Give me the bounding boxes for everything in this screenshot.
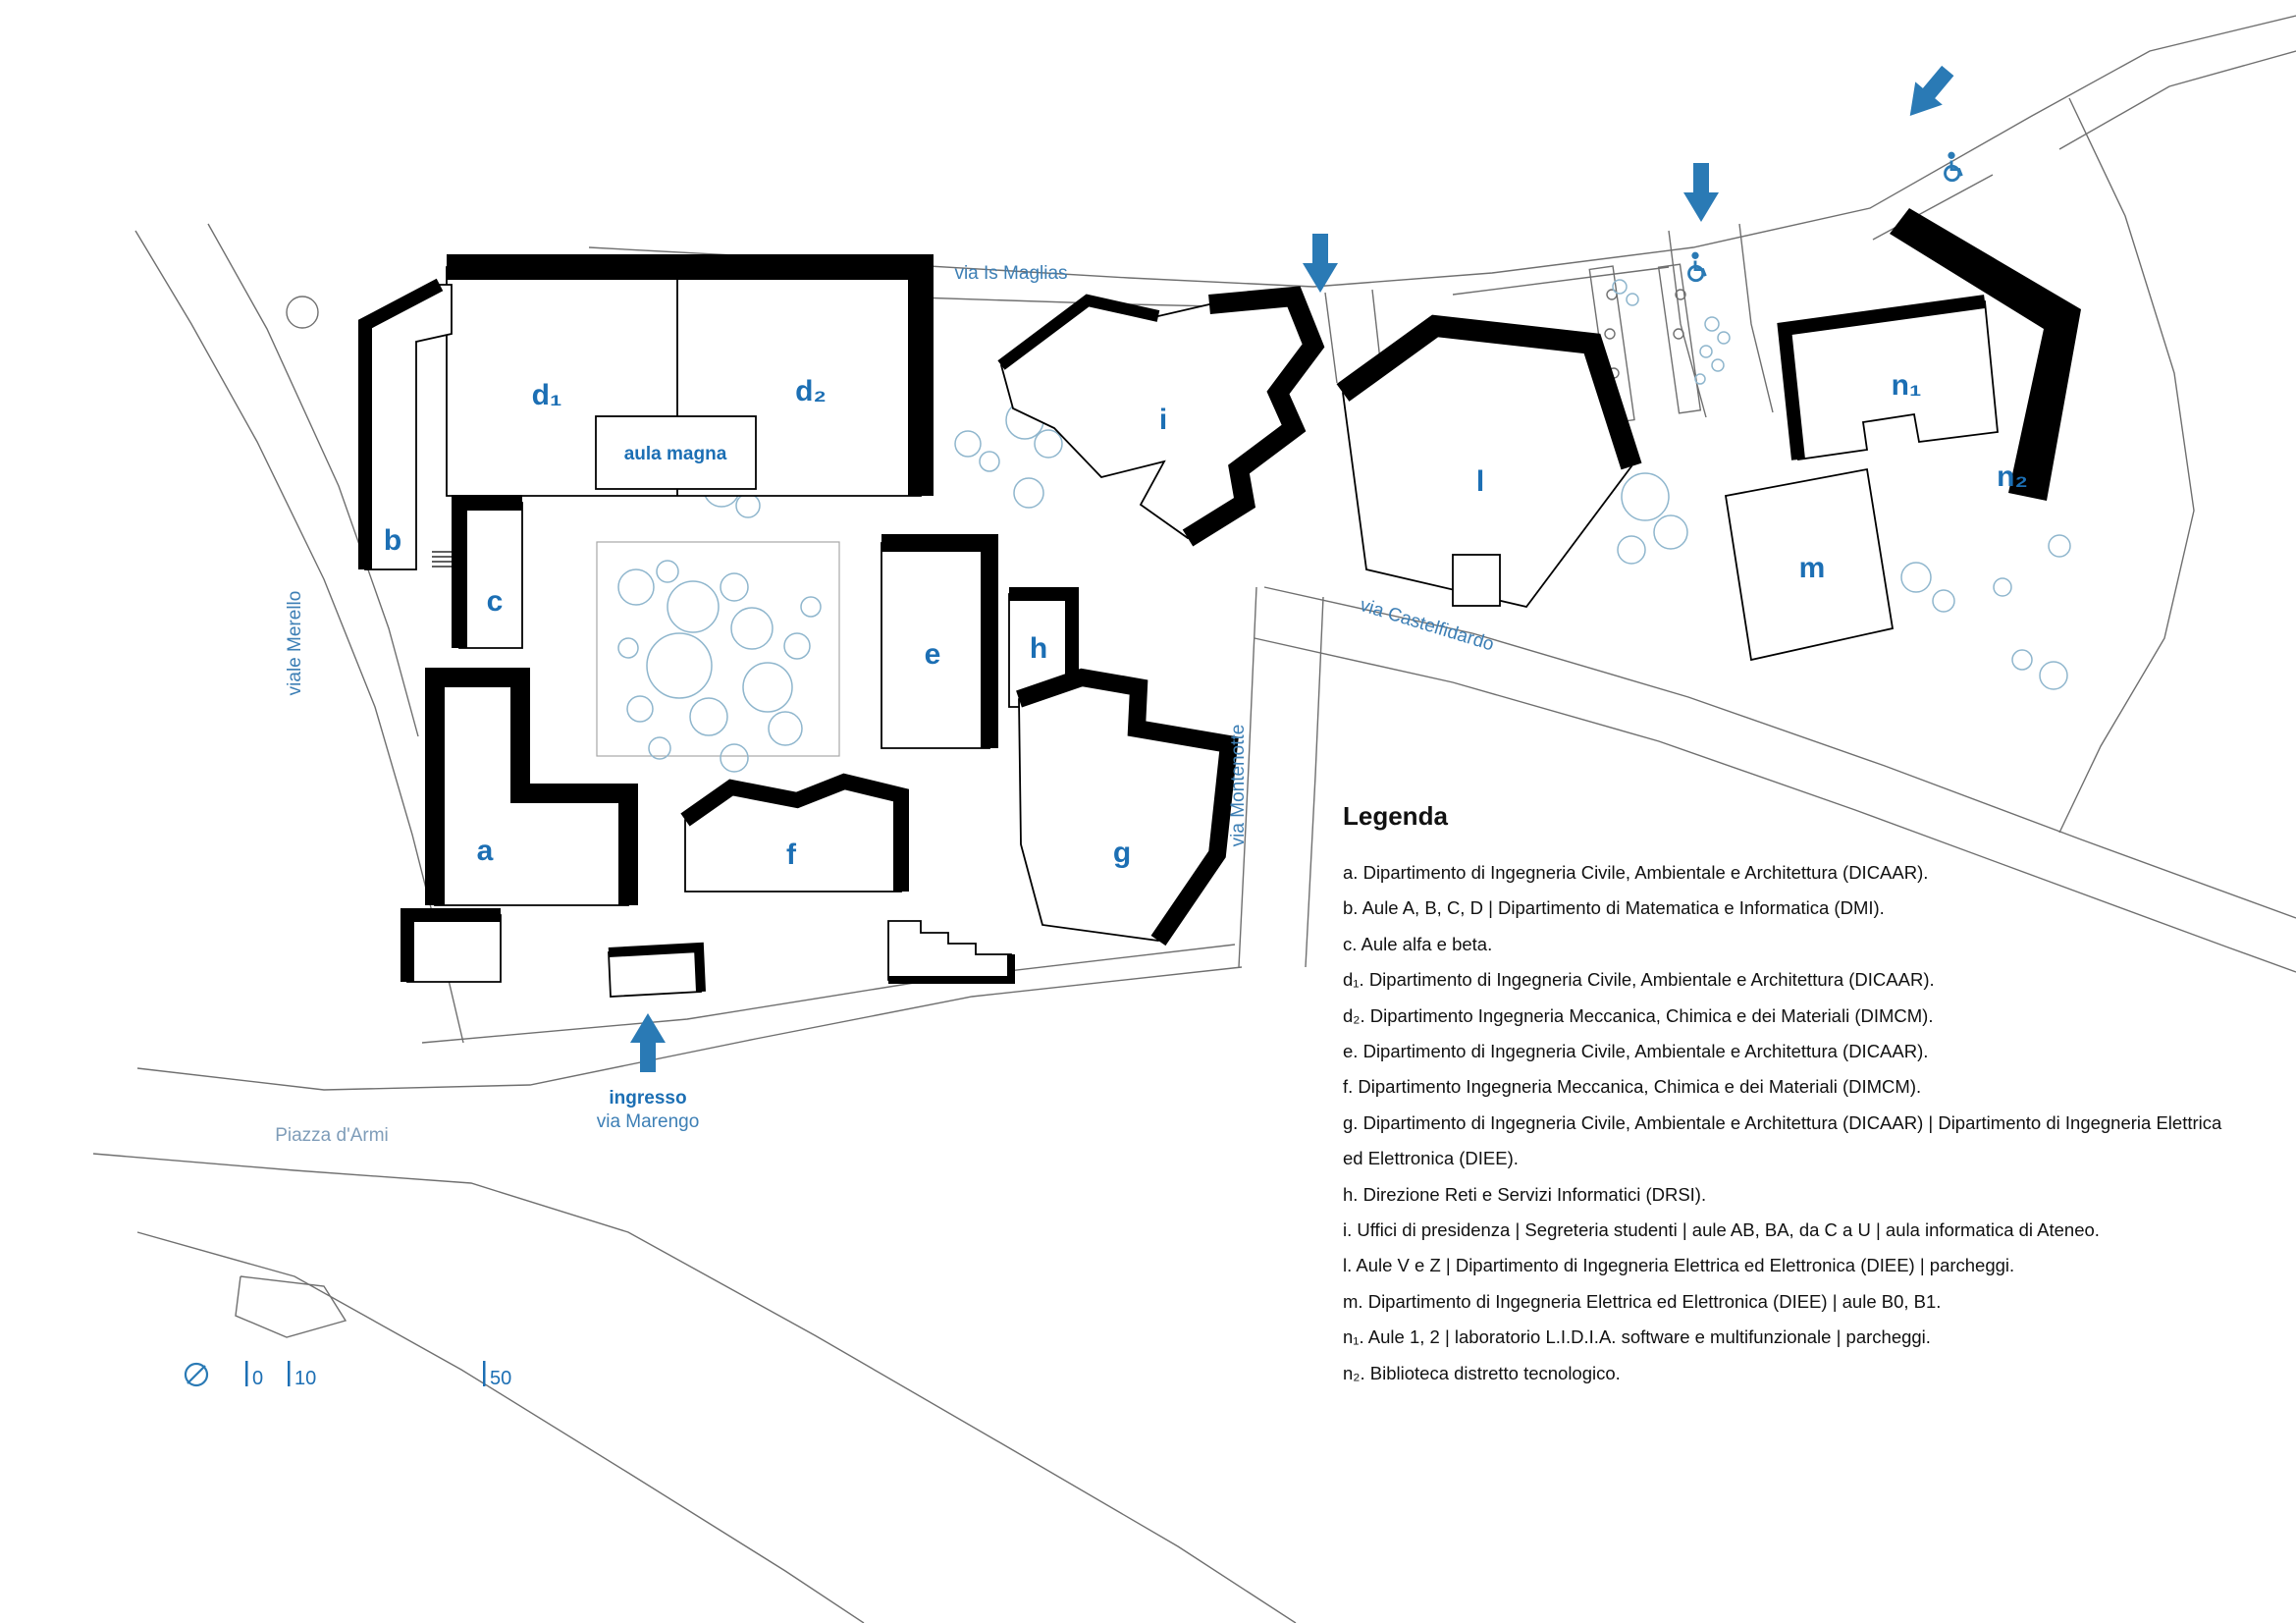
- legend-item-key: n₁.: [1343, 1326, 1364, 1348]
- legend-item-n1: n₁. Aule 1, 2 | laboratorio L.I.D.I.A. s…: [1343, 1320, 2231, 1355]
- entrance-arrow-2: [1683, 163, 1719, 222]
- legend-item-a: a. Dipartimento di Ingegneria Civile, Am…: [1343, 855, 2231, 891]
- legend-item-c: c. Aule alfa e beta.: [1343, 927, 2231, 962]
- building-n1-label: n₁: [1892, 369, 1922, 402]
- building-n2-label: n₂: [1997, 460, 2028, 493]
- stairs-hatch: [432, 551, 454, 568]
- building-n2: n₂: [1890, 208, 2081, 501]
- legend-item-text: Dipartimento di Ingegneria Civile, Ambie…: [1368, 969, 1935, 991]
- wheelchair-icon-1: [1687, 251, 1707, 283]
- legend-item-key: n₂.: [1343, 1362, 1365, 1383]
- legend-item-key: c.: [1343, 933, 1358, 954]
- scale-label-10: 10: [294, 1368, 316, 1389]
- building-n2-wall: [1890, 208, 2081, 501]
- street-label-montenotte: via Montenotte: [1228, 725, 1249, 847]
- building-b: b: [358, 278, 454, 570]
- legend-item-f: f. Dipartimento Ingegneria Meccanica, Ch…: [1343, 1069, 2231, 1105]
- entrance-arrow-1: [1303, 234, 1338, 293]
- building-e-label: e: [925, 638, 941, 671]
- legend-item-text: Dipartimento Ingegneria Meccanica, Chimi…: [1358, 1076, 1922, 1098]
- building-e: e: [881, 534, 998, 749]
- building-b-label: b: [384, 524, 401, 557]
- legend-item-i: i. Uffici di presidenza | Segreteria stu…: [1343, 1213, 2231, 1248]
- scale-tick-0: [245, 1361, 248, 1386]
- legend-item-n2: n₂. Biblioteca distretto tecnologico.: [1343, 1356, 2231, 1391]
- roads: [92, 15, 2296, 1623]
- scale-label-0: 0: [252, 1368, 263, 1389]
- legend: Legenda a. Dipartimento di Ingegneria Ci…: [1343, 801, 2231, 1391]
- legend-item-text: Direzione Reti e Servizi Informatici (DR…: [1362, 1183, 1707, 1205]
- street-label-is-maglias: via Is Maglias: [954, 263, 1067, 284]
- building-c-label: c: [487, 585, 504, 618]
- street-label-piazza-armi: Piazza d'Armi: [275, 1125, 389, 1146]
- entrance-label-ingresso: ingresso: [609, 1088, 686, 1109]
- legend-item-h: h. Direzione Reti e Servizi Informatici …: [1343, 1177, 2231, 1213]
- legend-item-d2: d₂. Dipartimento Ingegneria Meccanica, C…: [1343, 999, 2231, 1034]
- north-icon: [184, 1362, 209, 1387]
- building-g: g: [1016, 668, 1239, 947]
- building-a-label: a: [477, 835, 494, 867]
- building-a: a: [425, 668, 638, 906]
- legend-item-text: Uffici di presidenza | Segreteria studen…: [1357, 1219, 2100, 1241]
- building-i: i: [997, 286, 1325, 547]
- legend-item-m: m. Dipartimento di Ingegneria Elettrica …: [1343, 1284, 2231, 1320]
- building-n1: n₁: [1777, 295, 1999, 461]
- legend-item-e: e. Dipartimento di Ingegneria Civile, Am…: [1343, 1034, 2231, 1069]
- legend-item-key: g.: [1343, 1111, 1359, 1133]
- legend-item-l: l. Aule V e Z | Dipartimento di Ingegner…: [1343, 1248, 2231, 1283]
- legend-item-key: d₂.: [1343, 1004, 1365, 1026]
- legend-item-text: Dipartimento di Ingegneria Civile, Ambie…: [1343, 1111, 2222, 1169]
- legend-item-key: i.: [1343, 1219, 1353, 1241]
- scale-bar: 0 10 50: [184, 1361, 511, 1389]
- building-l-label: l: [1476, 465, 1484, 498]
- legend-item-key: e.: [1343, 1041, 1359, 1062]
- legend-item-key: d₁.: [1343, 969, 1364, 991]
- building-f-label: f: [786, 839, 797, 871]
- scale-tick-10: [288, 1361, 291, 1386]
- building-m: m: [1724, 467, 1895, 662]
- legend-item-key: a.: [1343, 862, 1359, 883]
- building-c: c: [452, 495, 523, 649]
- building-m-label: m: [1799, 552, 1826, 584]
- legend-item-key: h.: [1343, 1183, 1359, 1205]
- legend-item-text: Dipartimento di Ingegneria Civile, Ambie…: [1362, 862, 1929, 883]
- aula-magna-label: aula magna: [624, 444, 727, 464]
- trees: [617, 279, 2071, 773]
- entrance-arrow-3: [1896, 59, 1962, 128]
- building-d1-label: d₁: [532, 379, 562, 411]
- aula-magna-box: [595, 415, 757, 490]
- small-building-southwest: [400, 908, 502, 983]
- building-d2-label: d₂: [795, 375, 827, 407]
- legend-item-text: Dipartimento di Ingegneria Civile, Ambie…: [1362, 1041, 1929, 1062]
- street-label-merello: viale Merello: [285, 591, 305, 696]
- legend-item-text: Biblioteca distretto tecnologico.: [1369, 1362, 1621, 1383]
- legend-item-text: Aule A, B, C, D | Dipartimento di Matema…: [1362, 897, 1885, 919]
- scale-tick-50: [483, 1361, 486, 1386]
- legend-item-key: f.: [1343, 1076, 1354, 1098]
- legend-item-text: Aule V e Z | Dipartimento di Ingegneria …: [1356, 1255, 2015, 1276]
- legend-item-key: l.: [1343, 1255, 1353, 1276]
- small-building-stepped: [887, 920, 1015, 984]
- scale-label-50: 50: [490, 1368, 511, 1389]
- legend-item-text: Aule alfa e beta.: [1361, 933, 1493, 954]
- legend-item-text: Dipartimento Ingegneria Meccanica, Chimi…: [1369, 1004, 1934, 1026]
- legend-item-key: m.: [1343, 1290, 1363, 1312]
- legend-item-text: Dipartimento di Ingegneria Elettrica ed …: [1367, 1290, 1942, 1312]
- legend-item-text: Aule 1, 2 | laboratorio L.I.D.I.A. softw…: [1367, 1326, 1931, 1348]
- building-f: f: [680, 773, 909, 893]
- legend-title: Legenda: [1343, 801, 1448, 831]
- legend-item-key: b.: [1343, 897, 1359, 919]
- entrance-label-marengo: via Marengo: [597, 1111, 700, 1132]
- small-building-marengo: [608, 942, 706, 998]
- building-l: l: [1336, 314, 1642, 609]
- legend-item-g: g. Dipartimento di Ingegneria Civile, Am…: [1343, 1106, 2231, 1177]
- building-g-label: g: [1113, 837, 1131, 869]
- legend-item-d1: d₁. Dipartimento di Ingegneria Civile, A…: [1343, 962, 2231, 998]
- building-i-label: i: [1159, 404, 1167, 436]
- wheelchair-icon-2: [1944, 151, 1963, 183]
- legend-item-b: b. Aule A, B, C, D | Dipartimento di Mat…: [1343, 891, 2231, 926]
- building-d: d₁ d₂ aula magna: [446, 254, 934, 497]
- building-h-label: h: [1030, 632, 1047, 665]
